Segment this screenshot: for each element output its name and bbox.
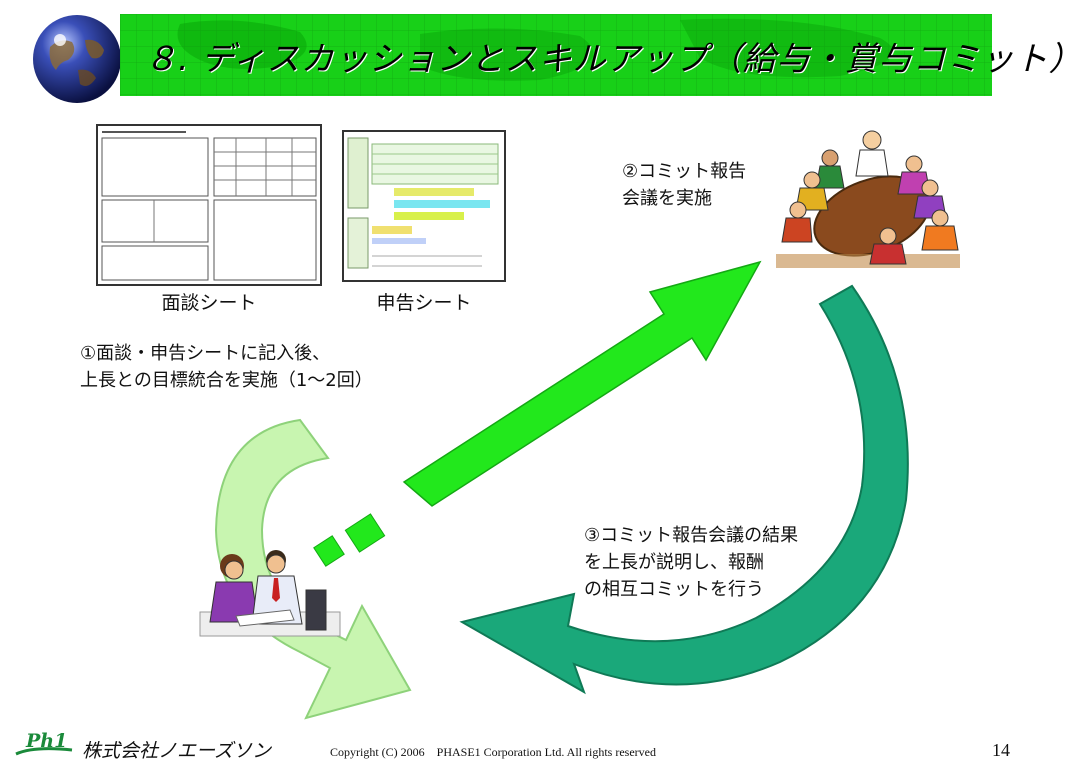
slide-title: ８. ディスカッションとスキルアップ（給与・賞与コミット） xyxy=(144,39,1083,78)
step2-line-1: ②コミット報告 xyxy=(622,161,747,182)
step1-line-2: 上長との目標統合を実施（1～2回） xyxy=(80,370,373,391)
interview-sheet-label: 面談シート xyxy=(161,292,257,314)
cycle-arrows xyxy=(214,260,909,720)
title-bar: ８. ディスカッションとスキルアップ（給与・賞与コミット） xyxy=(120,14,1082,96)
interview-sheet-thumbnail xyxy=(96,124,322,286)
step3-line-1: ③コミット報告会議の結果 xyxy=(584,525,799,546)
meeting-illustration xyxy=(768,124,968,272)
step3-line-3: の相互コミットを行う xyxy=(584,579,764,600)
page-number: 14 xyxy=(992,740,1010,760)
footer-company-name: 株式会社ノエーズソン xyxy=(82,740,272,762)
declaration-sheet-label: 申告シート xyxy=(376,292,472,314)
arrow-dash-1 xyxy=(344,513,386,553)
step1-line-1: ①面談・申告シートに記入後、 xyxy=(80,343,331,364)
arrow-dash-2 xyxy=(313,535,345,567)
step2-line-2: 会議を実施 xyxy=(622,188,712,209)
declaration-sheet-thumbnail xyxy=(342,130,506,282)
bright-diagonal-arrow xyxy=(402,260,762,507)
footer-copyright: Copyright (C) 2006 PHASE1 Corporation Lt… xyxy=(330,745,656,759)
footer-logo: Ph1 xyxy=(14,730,76,760)
step1-note: ①面談・申告シートに記入後、 上長との目標統合を実施（1～2回） xyxy=(80,340,373,394)
step3-note: ③コミット報告会議の結果 を上長が説明し、報酬 の相互コミットを行う xyxy=(584,522,798,603)
footer-logo-text: Ph1 xyxy=(26,730,68,752)
step3-line-2: を上長が説明し、報酬 xyxy=(584,552,764,573)
globe-icon xyxy=(30,12,124,106)
teal-curved-arrow xyxy=(459,284,909,695)
discussion-illustration xyxy=(196,538,344,646)
step2-note: ②コミット報告 会議を実施 xyxy=(622,158,746,212)
pale-curved-arrow xyxy=(214,418,412,720)
